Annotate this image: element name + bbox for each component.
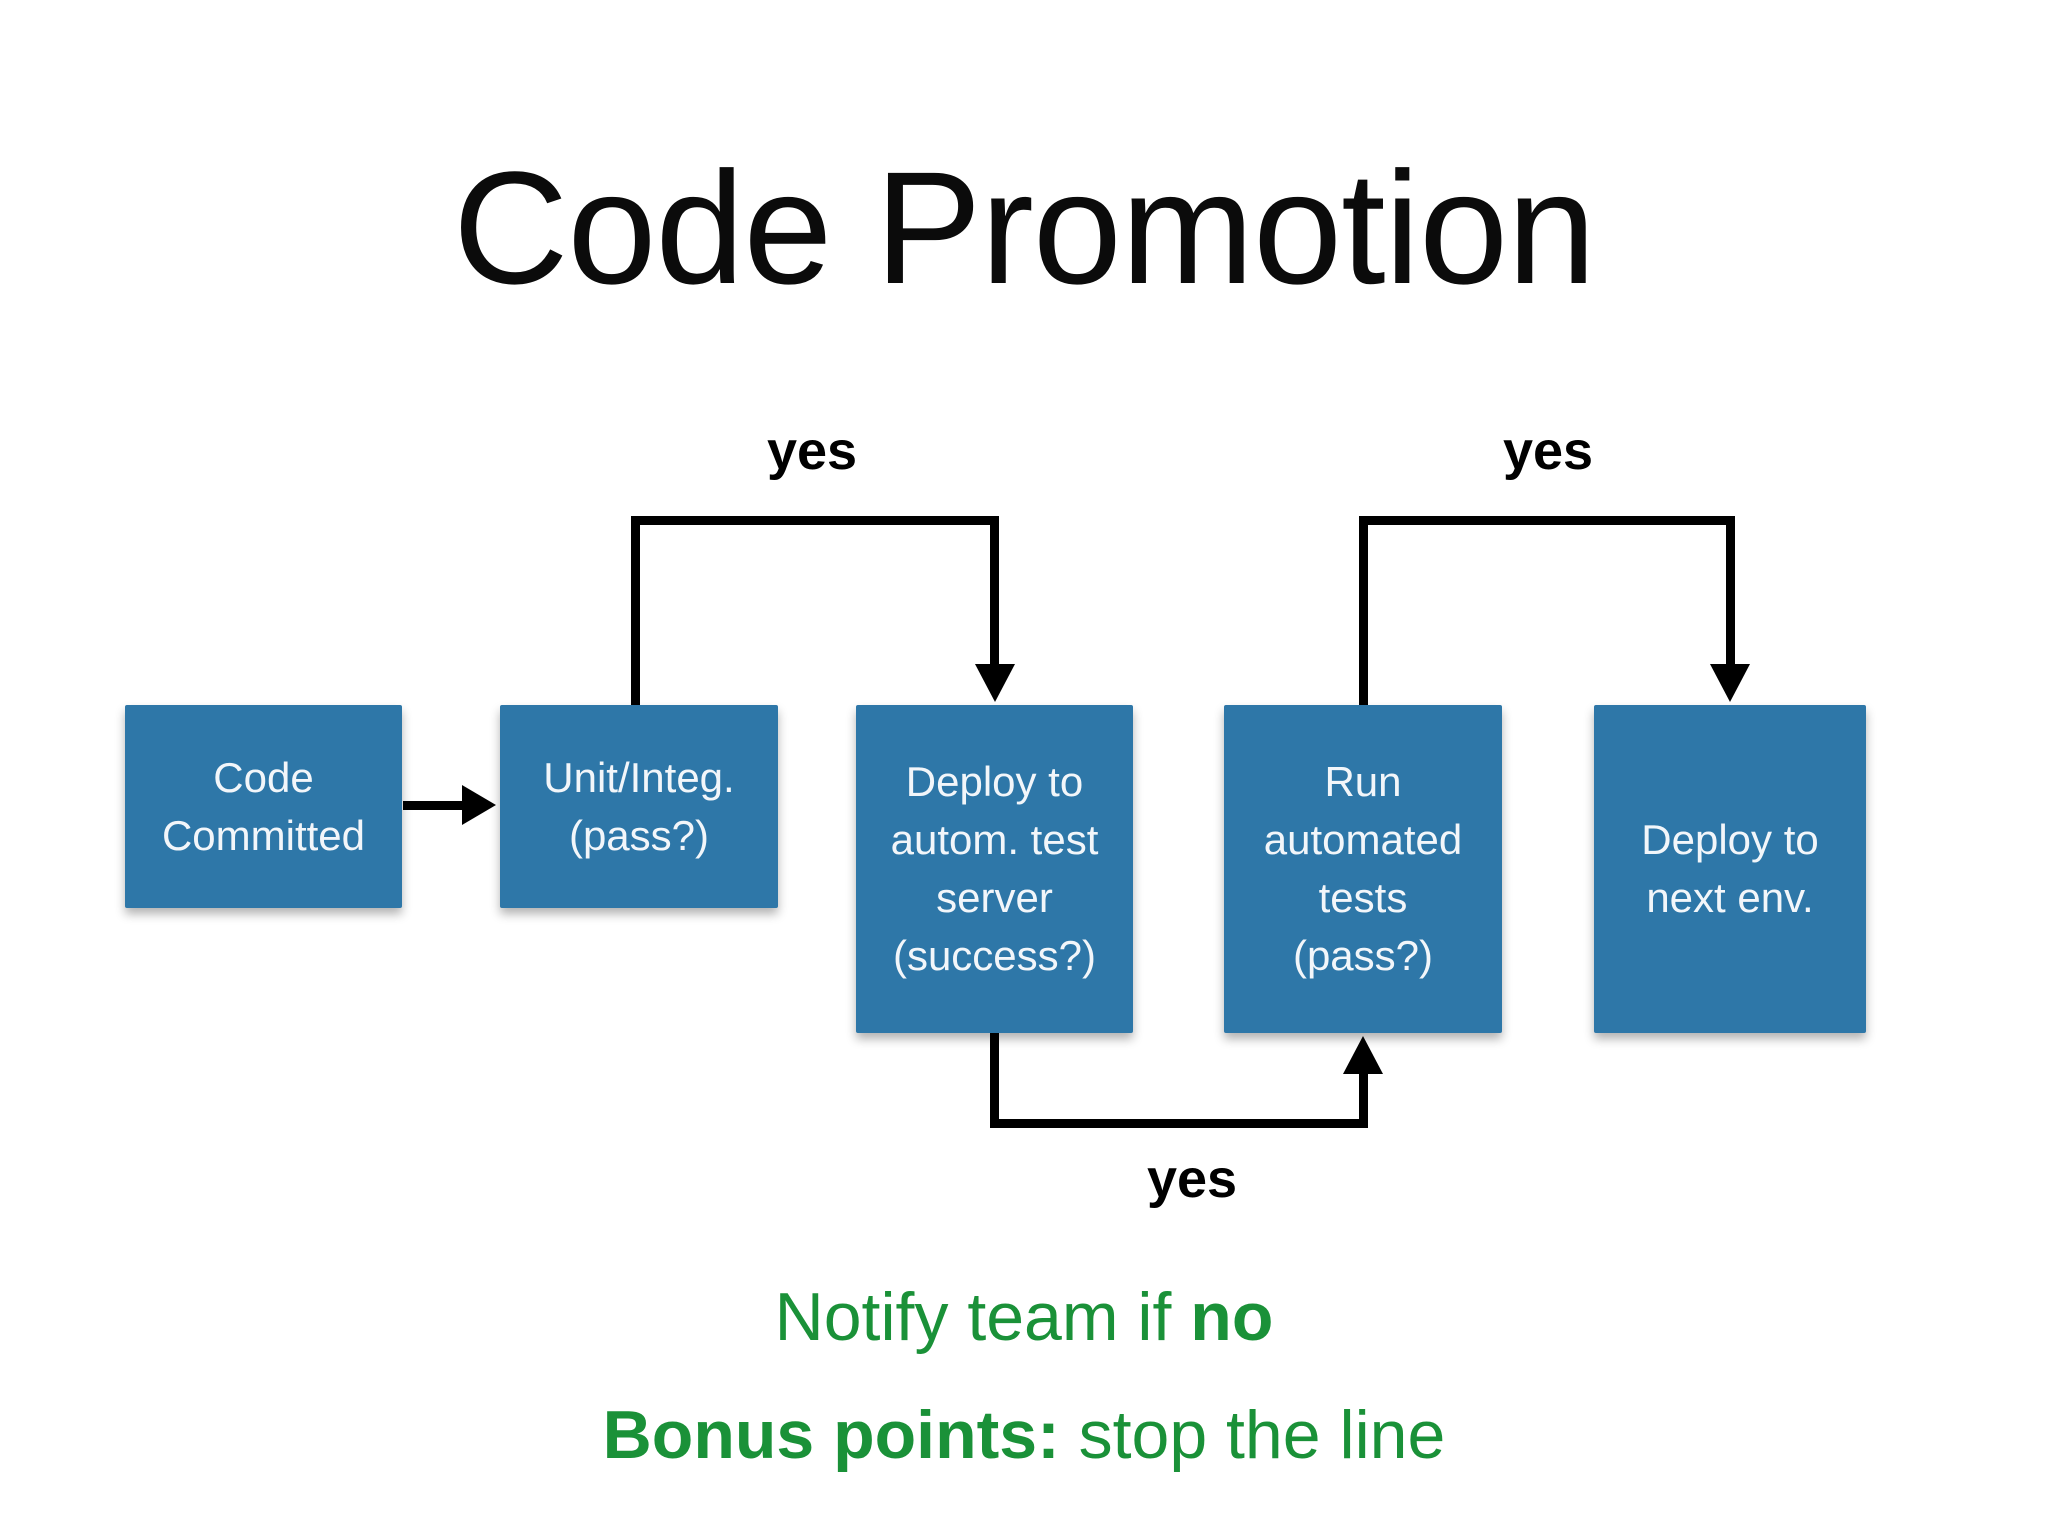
node-code-committed-label: Code Committed [161, 753, 366, 859]
arrow-deploy-to-tests-line-up [1359, 1072, 1368, 1128]
arrow-tests-to-next-line-up [1359, 516, 1368, 705]
edge-label-yes-bottom: yes [1146, 1149, 1238, 1209]
node-code-committed: Code Committed [125, 705, 402, 908]
node-unit-integ: Unit/Integ. (pass?) [500, 705, 778, 908]
node-deploy-autom-test-label: Deploy to autom. test server (success?) [890, 758, 1099, 979]
node-deploy-autom-test: Deploy to autom. test server (success?) [856, 705, 1133, 1033]
arrow-deploy-to-tests-head-icon [1343, 1036, 1383, 1074]
footer-bonus-bold: Bonus points: [602, 1397, 1060, 1473]
footer-bonus-regular: stop the line [1059, 1397, 1446, 1473]
arrow-tests-to-next-line-across [1359, 516, 1735, 525]
arrow-unit-to-deploy-line-down [990, 516, 999, 666]
arrow-unit-to-deploy-line-across [631, 516, 999, 525]
arrow-deploy-to-tests-line-across [990, 1119, 1368, 1128]
node-run-automated-tests-label: Run automated tests (pass?) [1263, 758, 1463, 979]
edge-label-yes-left: yes [766, 421, 858, 481]
node-deploy-next-env: Deploy to next env. [1594, 705, 1866, 1033]
arrow-commit-to-unit-line [403, 801, 465, 810]
arrow-unit-to-deploy-line-up [631, 516, 640, 705]
footer-notify-regular: Notify team if [774, 1279, 1191, 1355]
arrow-tests-to-next-head-icon [1710, 664, 1750, 702]
footer-bonus-line: Bonus points: stop the line [0, 1401, 2048, 1469]
node-deploy-next-env-label: Deploy to next env. [1641, 816, 1819, 921]
page-title: Code Promotion [452, 138, 1596, 317]
arrow-tests-to-next-line-down [1726, 516, 1735, 666]
edge-label-yes-right: yes [1502, 421, 1594, 481]
node-run-automated-tests: Run automated tests (pass?) [1224, 705, 1502, 1033]
node-unit-integ-label: Unit/Integ. (pass?) [543, 753, 735, 859]
arrow-commit-to-unit-head-icon [462, 785, 496, 825]
arrow-deploy-to-tests-line-down [990, 1033, 999, 1128]
footer-notify-bold: no [1190, 1279, 1274, 1355]
arrow-unit-to-deploy-head-icon [975, 664, 1015, 702]
footer-notify-line: Notify team if no [0, 1283, 2048, 1351]
